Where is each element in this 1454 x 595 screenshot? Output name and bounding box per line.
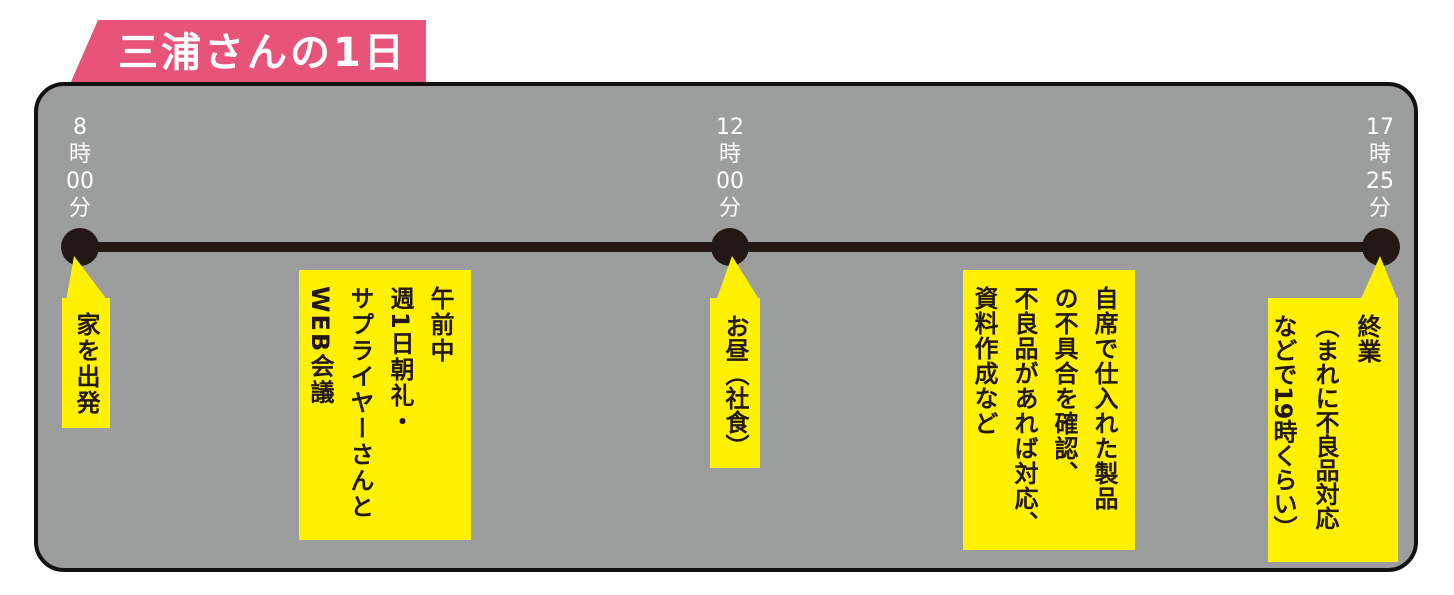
note-line: 終業 [1353, 314, 1381, 364]
note-line: サプライヤーさんと [346, 286, 374, 520]
callout-pointer-start [66, 256, 108, 301]
time-minute: 00 [716, 169, 744, 194]
time-hour: 8 [73, 115, 87, 140]
note-line: お昼（社食） [721, 314, 749, 458]
time-hour-unit: 時 [1368, 142, 1391, 167]
time-minute: 25 [1366, 169, 1394, 194]
schedule-note-end: 終業 （まれに不良品対応 などで19時くらい） [1268, 298, 1398, 562]
time-hour-unit: 時 [68, 142, 91, 167]
page-title: 三浦さんの1日 [118, 30, 407, 76]
schedule-note-morning: 午前中 週1日朝礼・ サプライヤーさんと WEB会議 [299, 270, 471, 540]
time-hour: 12 [716, 115, 744, 140]
time-hour-unit: 時 [718, 142, 741, 167]
schedule-note-lunch: お昼（社食） [710, 298, 760, 468]
note-line: 午前中 [426, 286, 454, 364]
time-minute: 00 [66, 169, 94, 194]
time-hour: 17 [1366, 115, 1394, 140]
schedule-note-afternoon: 自席で仕入れた製品 の不具合を確認、 不良品があれば対応、 資料作成など [963, 270, 1135, 550]
timeline-dot-start [61, 228, 99, 266]
note-line: 週1日朝礼・ [386, 286, 414, 435]
note-line: 資料作成など [970, 286, 998, 436]
time-label-end: 17 時 25 分 [1350, 114, 1410, 222]
time-label-noon: 12 時 00 分 [700, 114, 760, 222]
time-label-start: 8 時 00 分 [50, 114, 110, 222]
timeline-dot-noon [711, 228, 749, 266]
note-line: WEB会議 [306, 286, 334, 406]
title-tab [70, 20, 426, 84]
schedule-note-departure: 家を出発 [62, 298, 110, 428]
note-line: 家を出発 [72, 312, 100, 416]
note-line: 自席で仕入れた製品 [1090, 286, 1118, 511]
time-minute-unit: 分 [1368, 196, 1391, 221]
note-line: などで19時くらい） [1269, 314, 1297, 540]
callout-pointer-end [1360, 256, 1398, 301]
time-minute-unit: 分 [68, 196, 91, 221]
note-line: （まれに不良品対応 [1311, 314, 1339, 530]
note-line: の不具合を確認、 [1050, 286, 1078, 486]
callout-pointer-noon [716, 256, 760, 301]
time-minute-unit: 分 [718, 196, 741, 221]
note-line: 不良品があれば対応、 [1010, 286, 1038, 536]
